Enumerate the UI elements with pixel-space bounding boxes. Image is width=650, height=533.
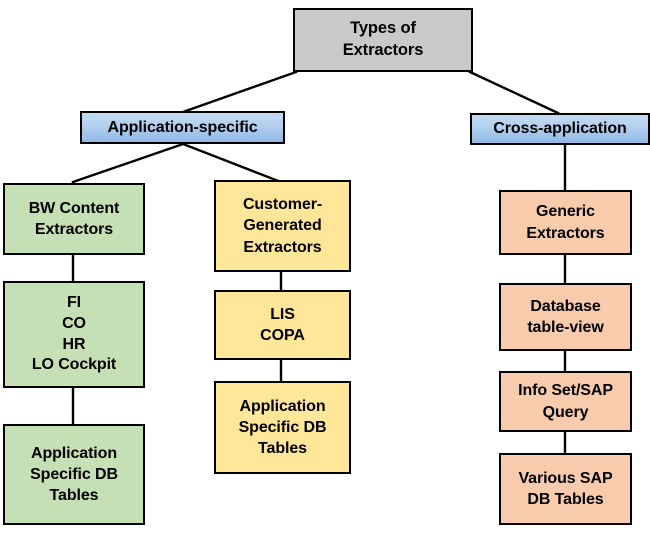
node-label-line: COPA xyxy=(260,327,305,344)
node-label-line: DB Tables xyxy=(527,491,604,508)
node-lis-copa[interactable]: LIS COPA xyxy=(214,290,351,360)
node-label-line: table-view xyxy=(527,319,604,336)
node-database-table-view[interactable]: Database table-view xyxy=(499,283,632,351)
node-info-set-sap-query[interactable]: Info Set/SAP Query xyxy=(499,371,632,432)
node-label-line: CO xyxy=(62,314,86,332)
node-label-line: HR xyxy=(62,335,86,353)
node-label-line: Extractors xyxy=(526,224,605,242)
node-cross-application[interactable]: Cross-application xyxy=(470,113,650,145)
node-label-line: Application xyxy=(239,397,326,415)
node-label-line: Cross-application xyxy=(493,120,627,138)
node-label-line: Query xyxy=(542,403,589,421)
edge-appspecific-to-customer-generated xyxy=(181,142,283,184)
node-application-specific-db-tables-yellow[interactable]: Application Specific DB Tables xyxy=(214,381,351,474)
node-label-line: LO Cockpit xyxy=(31,356,117,374)
node-label-line: Info Set/SAP xyxy=(518,382,613,400)
node-fi-co-hr-lo-cockpit[interactable]: FI CO HR LO Cockpit xyxy=(3,281,145,388)
node-label-line: Specific DB xyxy=(238,418,327,436)
node-bw-content-extractors[interactable]: BW Content Extractors xyxy=(3,183,145,255)
node-label-line: Tables xyxy=(258,440,307,458)
node-label-line: LIS xyxy=(270,305,295,323)
node-application-specific[interactable]: Application-specific xyxy=(80,111,285,144)
edge-root-to-application-specific xyxy=(181,70,298,114)
node-customer-generated-extractors[interactable]: Customer- Generated Extractors xyxy=(214,180,351,272)
node-label-line: Application xyxy=(30,444,117,462)
node-label-line: Application-specific xyxy=(107,118,258,136)
node-label-line: Various SAP xyxy=(518,469,613,487)
edge-root-to-cross-application xyxy=(468,70,560,115)
node-generic-extractors[interactable]: Generic Extractors xyxy=(499,190,632,255)
node-application-specific-db-tables-green[interactable]: Application Specific DB Tables xyxy=(3,424,145,525)
node-label-line: Database xyxy=(530,297,601,315)
node-label-line: Extractors xyxy=(34,221,114,238)
node-label-line: Generated xyxy=(243,217,322,235)
node-label-line: Types of xyxy=(350,19,416,38)
node-label-line: Specific DB xyxy=(30,465,118,483)
node-various-sap-db-tables[interactable]: Various SAP DB Tables xyxy=(499,453,632,525)
node-label-line: Extractors xyxy=(243,238,322,256)
node-label-line: Generic xyxy=(536,203,595,221)
node-types-of-extractors[interactable]: Types of Extractors xyxy=(293,8,473,72)
node-label-line: FI xyxy=(66,293,82,311)
node-label-line: Customer- xyxy=(242,196,323,214)
node-label-line: Tables xyxy=(49,487,99,505)
node-label-line: Extractors xyxy=(342,41,424,59)
node-label-line: BW Content xyxy=(28,199,120,217)
edge-appspecific-to-bw-content xyxy=(71,142,185,184)
